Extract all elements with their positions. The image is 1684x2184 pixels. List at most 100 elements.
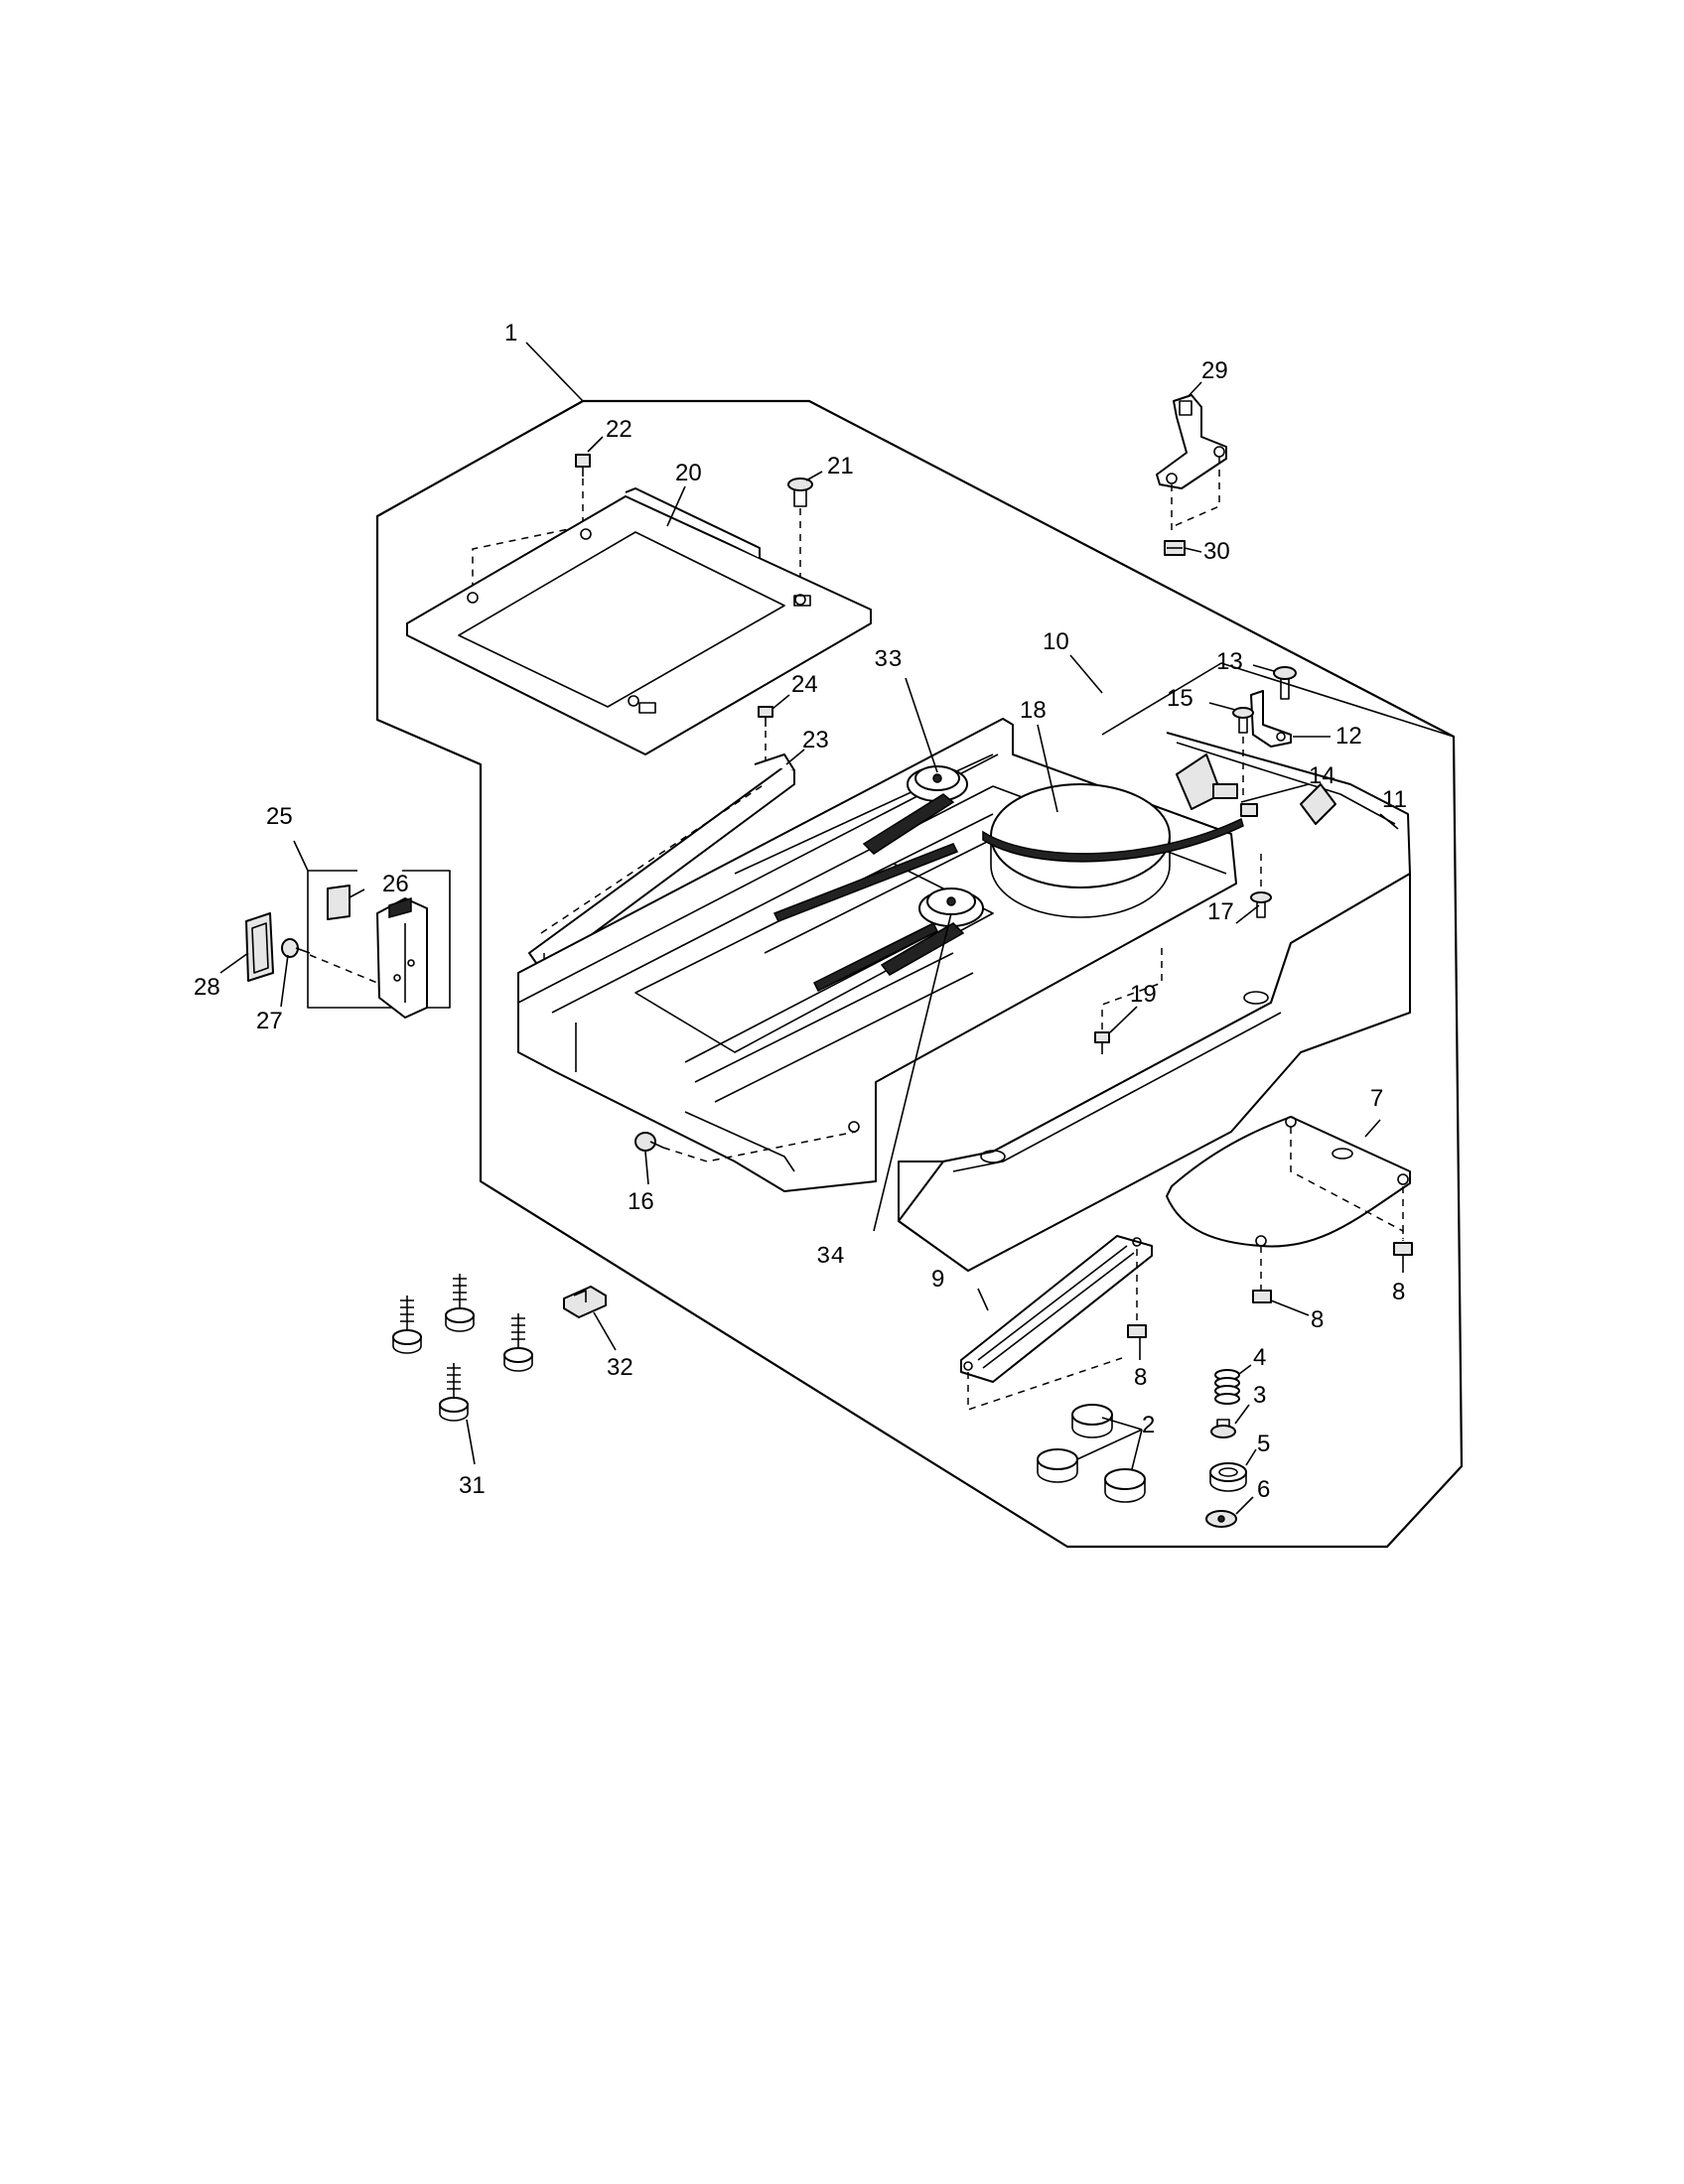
- leader-7: [1364, 1119, 1381, 1138]
- leader-17: [1235, 904, 1260, 924]
- bracket-12: [1250, 690, 1292, 748]
- callout-17: 17: [1207, 898, 1234, 925]
- washer-6: [1205, 1510, 1237, 1528]
- screw-31d: [439, 1363, 469, 1422]
- leader-10: [1069, 654, 1103, 694]
- callout-31: 31: [459, 1472, 486, 1499]
- leader-19: [1109, 1006, 1138, 1033]
- pad-26: [327, 885, 351, 920]
- callout-18: 18: [1020, 697, 1047, 724]
- screw-17: [1250, 854, 1272, 918]
- leader-2: [1076, 1417, 1143, 1470]
- nut-3: [1210, 1419, 1236, 1438]
- leader-9: [977, 1288, 989, 1311]
- callout-5: 5: [1257, 1431, 1270, 1457]
- callout-11: 11: [1382, 786, 1407, 813]
- bracket-29: [1156, 394, 1227, 536]
- leader-22: [587, 436, 604, 453]
- leader-31: [466, 1419, 476, 1465]
- leader-1: [525, 341, 584, 402]
- plate-28: [245, 912, 274, 982]
- screw-19: [1094, 948, 1163, 1054]
- leader-30: [1184, 547, 1202, 553]
- callout-12: 12: [1335, 723, 1362, 750]
- leader-32: [593, 1311, 617, 1351]
- callout-29: 29: [1201, 357, 1228, 384]
- nut-30: [1164, 540, 1186, 556]
- callout-22: 22: [606, 416, 632, 443]
- side-cover-11: [898, 732, 1411, 1272]
- callout-23: 23: [802, 727, 829, 753]
- callout-34: 34: [816, 1244, 845, 1271]
- leader-4: [1238, 1364, 1252, 1375]
- reel-33: [862, 765, 968, 855]
- leader-15: [1208, 702, 1236, 711]
- leader-13: [1252, 664, 1275, 672]
- callout-3: 3: [1253, 1382, 1266, 1409]
- leader-25: [293, 840, 309, 872]
- callout-8c: 8: [1134, 1364, 1147, 1391]
- leader-34: [873, 912, 952, 1232]
- leader-11: [1379, 813, 1399, 830]
- screw-24: [758, 706, 773, 766]
- callout-7: 7: [1370, 1085, 1383, 1112]
- leader-24: [772, 694, 790, 710]
- callout-25: 25: [266, 803, 293, 830]
- callout-15: 15: [1167, 685, 1193, 712]
- bushing-5: [1209, 1462, 1247, 1492]
- leader-27: [280, 954, 289, 1008]
- leader-21: [805, 471, 823, 481]
- leader-20: [666, 485, 686, 527]
- rubber-foot-2a: [1071, 1404, 1113, 1438]
- nut-8a: [1252, 1290, 1272, 1303]
- rail-plate-9: [960, 1235, 1153, 1412]
- callout-26: 26: [382, 871, 409, 897]
- spring-4: [1214, 1369, 1240, 1405]
- callout-33: 33: [874, 647, 903, 674]
- callout-30: 30: [1203, 538, 1230, 565]
- assembly-1-outline: [375, 399, 1464, 1549]
- subassembly-25-frame: [307, 870, 451, 1009]
- callout-4: 4: [1253, 1344, 1266, 1371]
- screw-16: [634, 1131, 857, 1162]
- leader-33: [905, 677, 938, 773]
- callout-16: 16: [628, 1188, 654, 1215]
- callout-2: 2: [1142, 1412, 1155, 1438]
- rubber-foot-2c: [1104, 1468, 1146, 1503]
- leader-29: [1187, 381, 1202, 398]
- callout-27: 27: [256, 1008, 283, 1034]
- callout-9: 9: [931, 1266, 944, 1293]
- callout-8b: 8: [1392, 1279, 1405, 1305]
- connector-14: [1212, 783, 1258, 817]
- screw-31c: [503, 1313, 533, 1372]
- callout-8a: 8: [1311, 1306, 1324, 1333]
- nut-8b: [1393, 1242, 1413, 1256]
- callout-10: 10: [1043, 628, 1069, 655]
- drum-18: [982, 783, 1244, 918]
- callout-14: 14: [1309, 762, 1335, 789]
- assembly-10-outline: [1101, 662, 1455, 738]
- callout-6: 6: [1257, 1476, 1270, 1503]
- clip-32: [563, 1286, 607, 1318]
- leader-28: [219, 952, 249, 974]
- leader-26: [349, 888, 365, 898]
- cover-plate-20: [406, 487, 872, 755]
- callout-20: 20: [675, 460, 702, 486]
- leader-23: [785, 749, 805, 765]
- leader-14: [1240, 783, 1310, 803]
- leader-5: [1245, 1448, 1257, 1466]
- callout-19: 19: [1130, 981, 1157, 1008]
- screw-13: [1273, 666, 1297, 700]
- screw-27: [281, 938, 378, 984]
- callout-1: 1: [504, 320, 517, 346]
- callout-13: 13: [1216, 648, 1243, 675]
- rubber-foot-2b: [1037, 1448, 1078, 1483]
- callout-24: 24: [791, 671, 818, 698]
- bracket-body-25: [376, 896, 428, 1019]
- reel-34: [880, 887, 984, 976]
- leader-3: [1234, 1404, 1250, 1425]
- callout-32: 32: [607, 1354, 633, 1381]
- callout-28: 28: [194, 974, 220, 1001]
- bottom-plate-7: [1166, 1116, 1411, 1291]
